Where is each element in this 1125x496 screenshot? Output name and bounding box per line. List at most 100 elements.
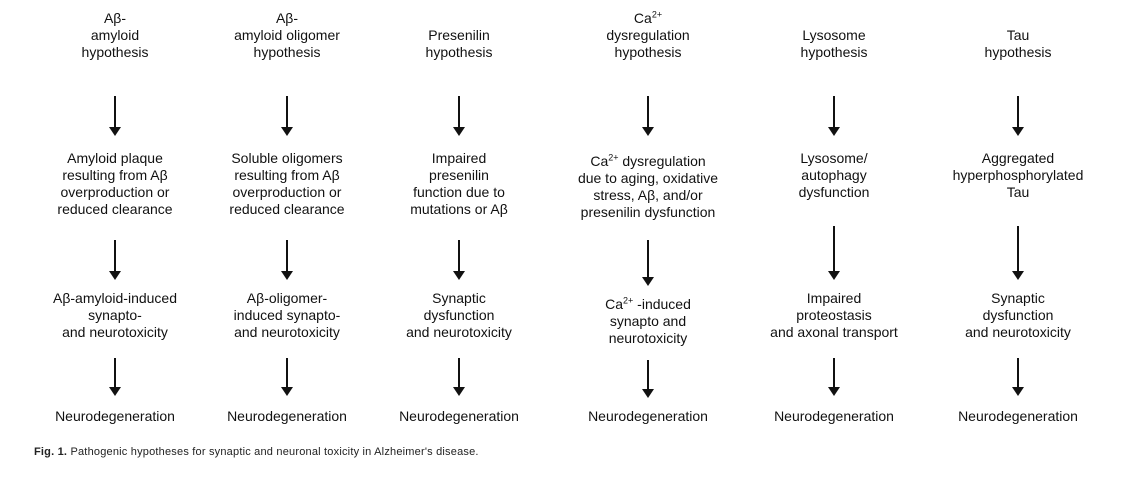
outcome-box: Neurodegeneration	[192, 408, 382, 425]
column-calcium-dysregulation: Ca2+ dysregulation hypothesis Ca2+ dysre…	[548, 0, 748, 440]
header-line: Tau	[1006, 27, 1030, 43]
step1-box: Impaired presenilin function due to muta…	[364, 150, 554, 218]
step1-line: reduced clearance	[229, 201, 345, 217]
down-arrow	[828, 358, 840, 396]
step1-box: Lysosome/ autophagy dysfunction	[739, 150, 929, 201]
figure-caption: Fig. 1. Pathogenic hypotheses for synapt…	[34, 446, 479, 458]
column-presenilin: Presenilin hypothesis Impaired presenili…	[364, 0, 554, 440]
step1-box: Aggregated hyperphosphorylated Tau	[923, 150, 1113, 201]
step1-box: Soluble oligomers resulting from Aβ over…	[192, 150, 382, 218]
step1-line: overproduction or	[232, 184, 342, 200]
down-arrow	[453, 96, 465, 136]
step1-line: mutations or Aβ	[410, 201, 508, 217]
figure-caption-text: Pathogenic hypotheses for synaptic and n…	[70, 446, 479, 458]
header-box: Presenilin hypothesis	[364, 27, 554, 61]
step2-line: Aβ-amyloid-induced	[53, 290, 177, 306]
step1-line: resulting from Aβ	[62, 167, 168, 183]
step1-line: hyperphosphorylated	[952, 167, 1084, 183]
down-arrow	[453, 358, 465, 396]
header-line: Aβ-	[275, 10, 299, 26]
step2-line: neurotoxicity	[608, 330, 688, 346]
step1-line: Amyloid plaque	[67, 150, 163, 166]
header-line: hypothesis	[425, 44, 493, 60]
outcome-box: Neurodegeneration	[739, 408, 929, 425]
step2-box: Aβ-oligomer- induced synapto- and neurot…	[192, 290, 382, 341]
header-line: hypothesis	[800, 44, 868, 60]
step1-line: presenilin	[429, 167, 489, 183]
step1-line: function due to	[413, 184, 505, 200]
step1-box: Amyloid plaque resulting from Aβ overpro…	[20, 150, 210, 218]
step1-box: Ca2+ dysregulation due to aging, oxidati…	[548, 153, 748, 221]
down-arrow	[1012, 226, 1024, 280]
header-line: amyloid oligomer	[234, 27, 340, 43]
step1-line: due to aging, oxidative	[577, 170, 719, 186]
down-arrow	[1012, 358, 1024, 396]
header-box: Tau hypothesis	[923, 27, 1113, 61]
down-arrow	[109, 96, 121, 136]
outcome-label: Neurodegeneration	[227, 408, 347, 424]
outcome-box: Neurodegeneration	[923, 408, 1113, 425]
down-arrow	[453, 240, 465, 280]
step2-line: dysfunction	[982, 307, 1054, 323]
step1-line: resulting from Aβ	[234, 167, 340, 183]
header-box: Lysosome hypothesis	[739, 27, 929, 61]
step1-line: Soluble oligomers	[231, 150, 343, 166]
down-arrow	[281, 240, 293, 280]
step1-line: reduced clearance	[57, 201, 173, 217]
step1-line: dysfunction	[798, 184, 870, 200]
figure-label: Fig. 1.	[34, 446, 68, 458]
step2-box: Impaired proteostasis and axonal transpo…	[739, 290, 929, 341]
outcome-label: Neurodegeneration	[588, 408, 708, 424]
outcome-label: Neurodegeneration	[774, 408, 894, 424]
down-arrow	[281, 96, 293, 136]
outcome-label: Neurodegeneration	[55, 408, 175, 424]
header-box: Aβ- amyloid hypothesis	[20, 10, 210, 61]
header-line: Ca2+	[548, 10, 748, 27]
step2-line: and neurotoxicity	[406, 324, 512, 340]
header-line: hypothesis	[81, 44, 149, 60]
outcome-label: Neurodegeneration	[958, 408, 1078, 424]
outcome-label: Neurodegeneration	[399, 408, 519, 424]
header-box: Ca2+ dysregulation hypothesis	[548, 10, 748, 61]
column-abeta-amyloid: Aβ- amyloid hypothesis Amyloid plaque re…	[20, 0, 210, 440]
step1-line: Aggregated	[981, 150, 1055, 166]
step1-line: autophagy	[801, 167, 867, 183]
header-line: hypothesis	[984, 44, 1052, 60]
header-line: Presenilin	[428, 27, 490, 43]
outcome-box: Neurodegeneration	[548, 408, 748, 425]
step2-line: dysfunction	[423, 307, 495, 323]
step2-line: Synaptic	[432, 290, 486, 306]
step2-box: Synaptic dysfunction and neurotoxicity	[923, 290, 1113, 341]
hypotheses-flow-diagram: Aβ- amyloid hypothesis Amyloid plaque re…	[20, 0, 1113, 440]
column-tau: Tau hypothesis Aggregated hyperphosphory…	[923, 0, 1113, 440]
down-arrow	[828, 96, 840, 136]
column-lysosome: Lysosome hypothesis Lysosome/ autophagy …	[739, 0, 929, 440]
down-arrow	[109, 240, 121, 280]
step2-line: Synaptic	[991, 290, 1045, 306]
step2-line: Impaired	[806, 290, 862, 306]
step1-line: stress, Aβ, and/or	[593, 187, 703, 203]
step2-box: Aβ-amyloid-induced synapto- and neurotox…	[20, 290, 210, 341]
header-line: amyloid	[90, 27, 140, 43]
header-line: Aβ-	[103, 10, 127, 26]
step2-line: proteostasis	[796, 307, 872, 323]
step1-line: overproduction or	[60, 184, 170, 200]
step2-line: synapto-	[88, 307, 142, 323]
down-arrow	[1012, 96, 1024, 136]
down-arrow	[281, 358, 293, 396]
down-arrow	[642, 96, 654, 136]
step2-line: and neurotoxicity	[62, 324, 168, 340]
step1-line: Impaired	[431, 150, 487, 166]
down-arrow	[109, 358, 121, 396]
header-line: Lysosome	[802, 27, 866, 43]
step2-box: Synaptic dysfunction and neurotoxicity	[364, 290, 554, 341]
outcome-box: Neurodegeneration	[364, 408, 554, 425]
step2-box: Ca2+ -induced synapto and neurotoxicity	[548, 296, 748, 347]
calcium-symbol: Ca2+	[633, 9, 663, 26]
header-line: hypothesis	[253, 44, 321, 60]
step1-line: presenilin dysfunction	[580, 204, 716, 220]
down-arrow	[642, 360, 654, 398]
column-abeta-oligomer: Aβ- amyloid oligomer hypothesis Soluble …	[192, 0, 382, 440]
step2-line: Ca2+ -induced	[605, 295, 691, 312]
step1-line: Tau	[1006, 184, 1030, 200]
